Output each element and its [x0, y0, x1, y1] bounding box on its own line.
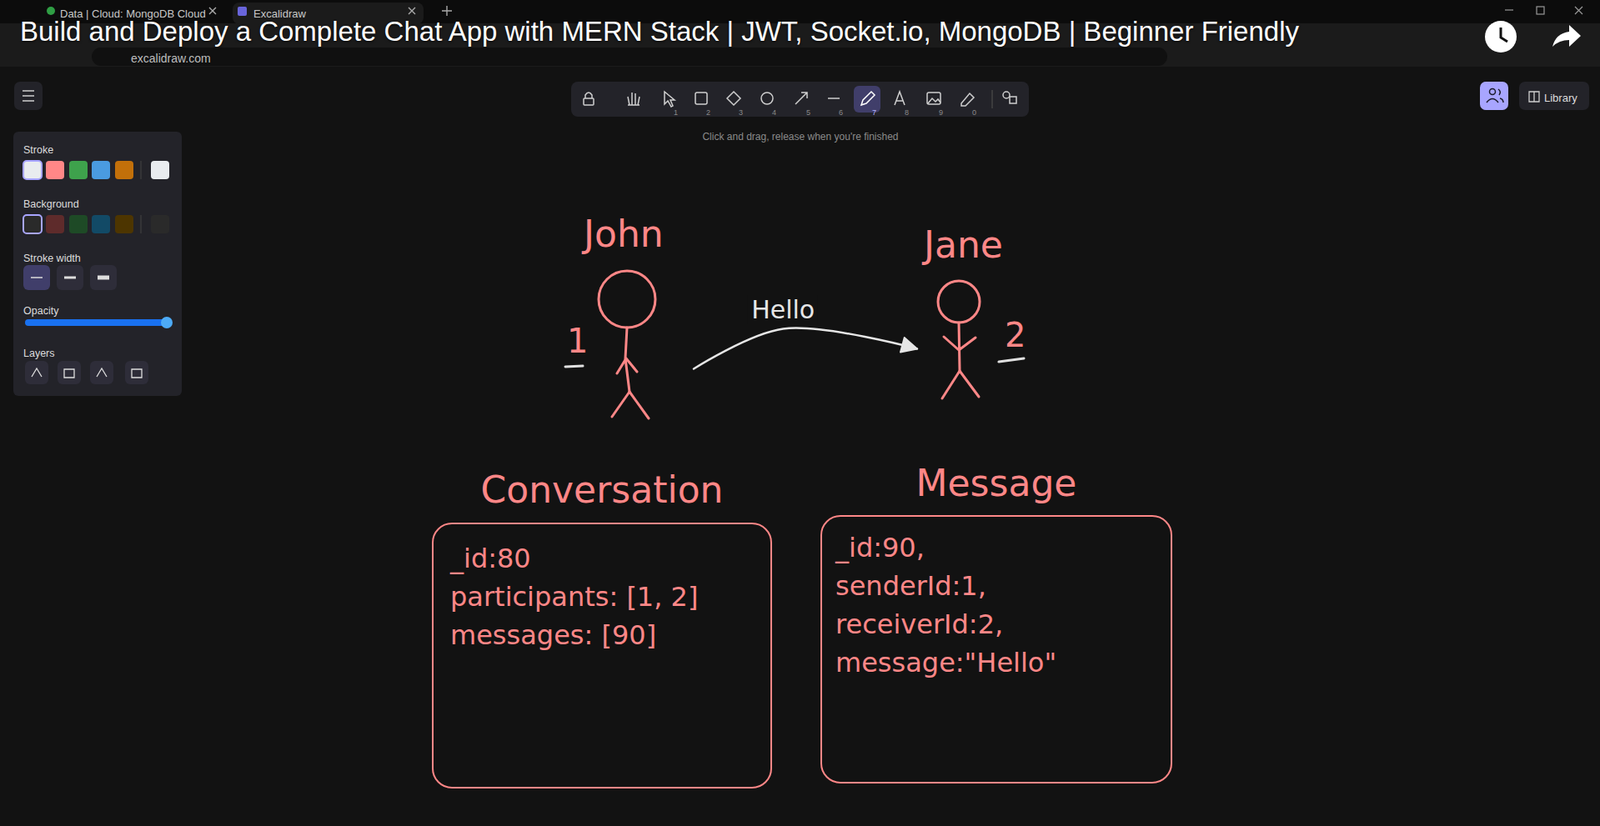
shortcut-number: 6 [838, 108, 843, 117]
panel-label: Stroke width [23, 252, 81, 265]
panel-label: Stroke [23, 144, 54, 156]
shortcut-number: 9 [938, 108, 943, 117]
shortcut-number: 4 [772, 108, 777, 117]
shortcut-number: 1 [673, 108, 678, 117]
panel-label: Layers [23, 347, 56, 360]
collection-heading: Conversation [481, 466, 724, 514]
label-wrap: Library [1544, 89, 1578, 106]
label-wrap: Background [23, 195, 80, 211]
document-field: messages: [90] [450, 616, 657, 655]
collection-box: Conversation _id:80participants: [1, 2]me… [431, 466, 773, 789]
user-figure: John 1 [560, 212, 694, 422]
shortcut-number: 5 [806, 108, 811, 117]
collection-box: Message _id:90,senderId:1,receiverId:2,me… [820, 460, 1173, 784]
properties-panel [13, 131, 182, 397]
document-field: participants: [1, 2] [450, 577, 698, 617]
label-wrap: 2 [706, 102, 711, 119]
shortcut-number: 7 [872, 108, 877, 117]
label-wrap: Click and drag, release when you're fini… [702, 127, 898, 144]
shortcut-number: 2 [706, 108, 711, 117]
collection-outline: _id:80participants: [1, 2]messages: [90] [431, 522, 773, 789]
stick-figures [598, 270, 980, 419]
library-button-label: Library [1544, 91, 1578, 105]
label-wrap: Stroke [23, 140, 54, 157]
user-figure: Jane 2 [917, 223, 1034, 403]
label-wrap: 8 [904, 102, 909, 119]
label-wrap: 0 [972, 102, 977, 119]
shortcut-number: 3 [738, 108, 743, 117]
shortcut-number: 8 [904, 108, 909, 117]
collection-outline: _id:90,senderId:1,receiverId:2,message:"… [820, 515, 1173, 784]
title-wrap: Build and Deploy a Complete Chat App wit… [20, 15, 1300, 49]
label-wrap: 5 [806, 102, 811, 119]
label-wrap: 6 [838, 102, 843, 119]
document-field: _id:80 [450, 539, 532, 578]
panel-label: Opacity [23, 305, 59, 317]
message-arrow [693, 328, 918, 370]
menu-button [14, 81, 43, 111]
label-wrap: 7 [872, 102, 877, 119]
document-field: receiverId:2, [835, 605, 1004, 644]
document-field: _id:90, [835, 528, 925, 567]
label-wrap: 1 [673, 102, 678, 119]
label-wrap: 9 [938, 102, 943, 119]
label-wrap: Stroke width [23, 249, 81, 266]
label-wrap: Opacity [23, 301, 59, 318]
shortcut-number: 0 [972, 108, 977, 117]
id-underlines [565, 358, 1024, 367]
message-label: Hello [747, 295, 818, 325]
url-text: excalidraw.com [130, 51, 211, 66]
user-id: 1 [566, 322, 588, 360]
browser-chrome [0, 0, 1600, 67]
collection-heading: Message [916, 460, 1078, 507]
person-name: John [583, 212, 664, 256]
panel-label: Background [23, 198, 80, 211]
label-wrap: 3 [738, 102, 743, 119]
person-name: Jane [923, 223, 1004, 267]
toolbar-hint: Click and drag, release when you're fini… [702, 130, 898, 143]
edge-label-wrap: Hello [747, 295, 818, 325]
label-wrap: excalidraw.com [130, 50, 211, 66]
document-field: senderId:1, [835, 566, 987, 606]
toolbar [571, 81, 1029, 117]
label-wrap: Layers [23, 344, 56, 361]
video-title: Build and Deploy a Complete Chat App wit… [20, 15, 1300, 47]
user-id: 2 [1004, 316, 1026, 354]
document-field: message:"Hello" [835, 643, 1057, 683]
top-right-buttons [1479, 81, 1590, 111]
label-wrap: 4 [772, 102, 777, 119]
player-icons [1484, 20, 1581, 53]
